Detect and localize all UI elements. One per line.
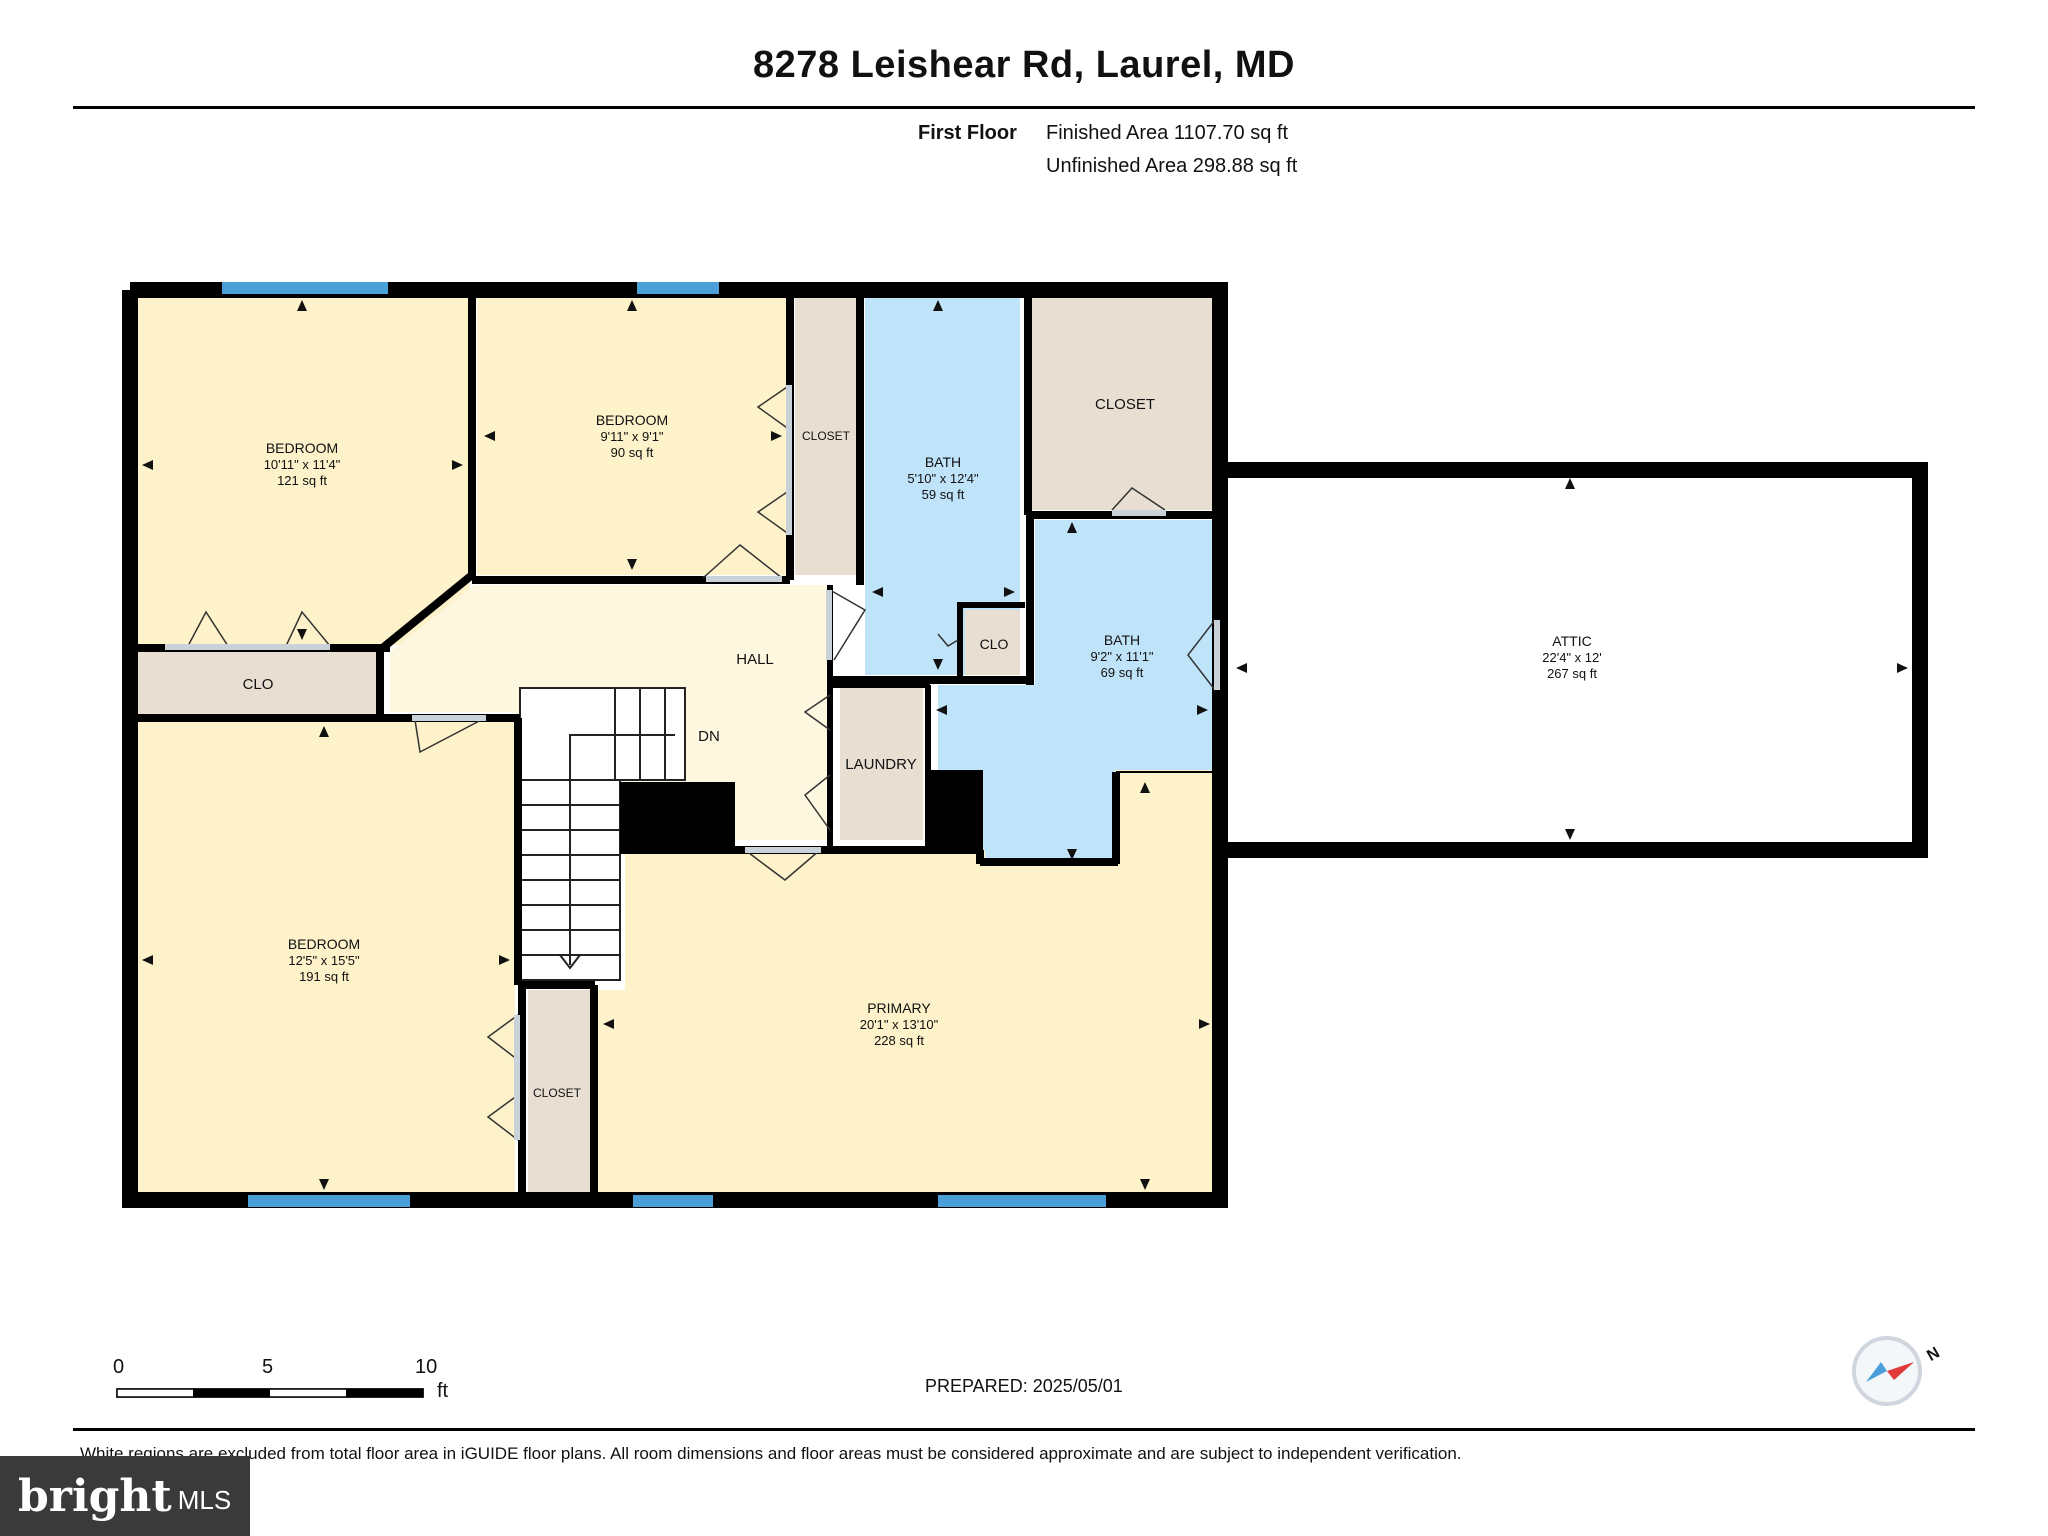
room-bedroom-3 <box>135 722 515 1197</box>
footer-divider <box>73 1428 1975 1431</box>
bedroom-1-area: 121 sq ft <box>277 473 327 488</box>
room-laundry <box>840 685 923 840</box>
bright-mls-logo: bright MLS <box>0 1456 250 1536</box>
room-labels: BEDROOM 10'11" x 11'4" 121 sq ft BEDROOM… <box>243 396 1602 1100</box>
bath-2-name: BATH <box>1104 632 1140 648</box>
hall-label: HALL <box>736 651 774 668</box>
dimension-arrows <box>142 300 1908 1190</box>
bedroom-1-name: BEDROOM <box>266 440 338 456</box>
scale-label-0: 0 <box>113 1356 125 1378</box>
closet-bottom-label: CLOSET <box>533 1086 582 1100</box>
bedroom-3-name: BEDROOM <box>288 936 360 952</box>
wall-block-laundry <box>925 770 983 850</box>
laundry-label: LAUNDRY <box>845 756 916 773</box>
clo-left-label: CLO <box>243 676 274 693</box>
header-divider <box>73 106 1975 109</box>
scale-unit: ft <box>437 1380 449 1402</box>
room-clo-bath <box>965 610 1020 675</box>
bedroom-3-dims: 12'5" x 15'5" <box>288 953 360 968</box>
bedroom-2-dims: 9'11" x 9'1" <box>600 429 663 444</box>
prepared-date: PREPARED: 2025/05/01 <box>925 1376 1123 1396</box>
finished-area: Finished Area 1107.70 sq ft <box>1046 122 1289 144</box>
bath-1-name: BATH <box>925 454 961 470</box>
scale-bar <box>116 1388 424 1398</box>
windows <box>222 282 1106 1207</box>
compass-icon <box>1852 1336 1922 1406</box>
logo-suffix: MLS <box>177 1484 232 1515</box>
stairs-label: DN <box>698 728 720 745</box>
scale-label-5: 5 <box>262 1356 274 1378</box>
bedroom-1-dims: 10'11" x 11'4" <box>264 457 341 472</box>
room-closet-large <box>1032 290 1217 510</box>
scale-label-10: 10 <box>415 1356 438 1378</box>
room-clo-left <box>135 652 380 714</box>
page-title: 8278 Leishear Rd, Laurel, MD <box>753 44 1295 86</box>
room-bath-2 <box>938 520 1215 860</box>
primary-dims: 20'1" x 13'10" <box>860 1017 939 1032</box>
room-primary <box>598 770 1215 1197</box>
logo-brand: bright <box>18 1470 172 1522</box>
bath-2-dims: 9'2" x 11'1" <box>1090 649 1153 664</box>
bath-2-area: 69 sq ft <box>1101 665 1144 680</box>
attic-name: ATTIC <box>1552 633 1591 649</box>
bath-1-dims: 5'10" x 12'4" <box>907 471 979 486</box>
bedroom-2-name: BEDROOM <box>596 412 668 428</box>
door-swings <box>187 384 1216 1141</box>
unfinished-area: Unfinished Area 298.88 sq ft <box>1046 155 1298 177</box>
wall-block-stairs <box>620 782 735 850</box>
room-bedroom-2 <box>477 290 787 575</box>
room-bedroom-1 <box>130 290 470 645</box>
clo-bath-label: CLO <box>980 636 1009 652</box>
closet-large-label: CLOSET <box>1095 396 1155 413</box>
footer-disclaimer: White regions are excluded from total fl… <box>80 1444 1462 1463</box>
room-closet-bottom <box>528 990 590 1197</box>
bedroom-2-area: 90 sq ft <box>611 445 654 460</box>
room-attic <box>1230 470 1916 848</box>
compass-needle-icon <box>1866 1362 1914 1382</box>
primary-area: 228 sq ft <box>874 1033 924 1048</box>
attic-area: 267 sq ft <box>1547 666 1597 681</box>
primary-name: PRIMARY <box>867 1000 931 1016</box>
stairs <box>519 687 686 981</box>
bath-1-area: 59 sq ft <box>922 487 965 502</box>
closet-small-label: CLOSET <box>802 429 851 443</box>
bedroom-3-area: 191 sq ft <box>299 969 349 984</box>
room-closet-small <box>795 290 857 575</box>
floor-label: First Floor <box>918 122 1017 144</box>
attic-dims: 22'4" x 12' <box>1542 650 1601 665</box>
door-openings <box>165 385 1220 1140</box>
